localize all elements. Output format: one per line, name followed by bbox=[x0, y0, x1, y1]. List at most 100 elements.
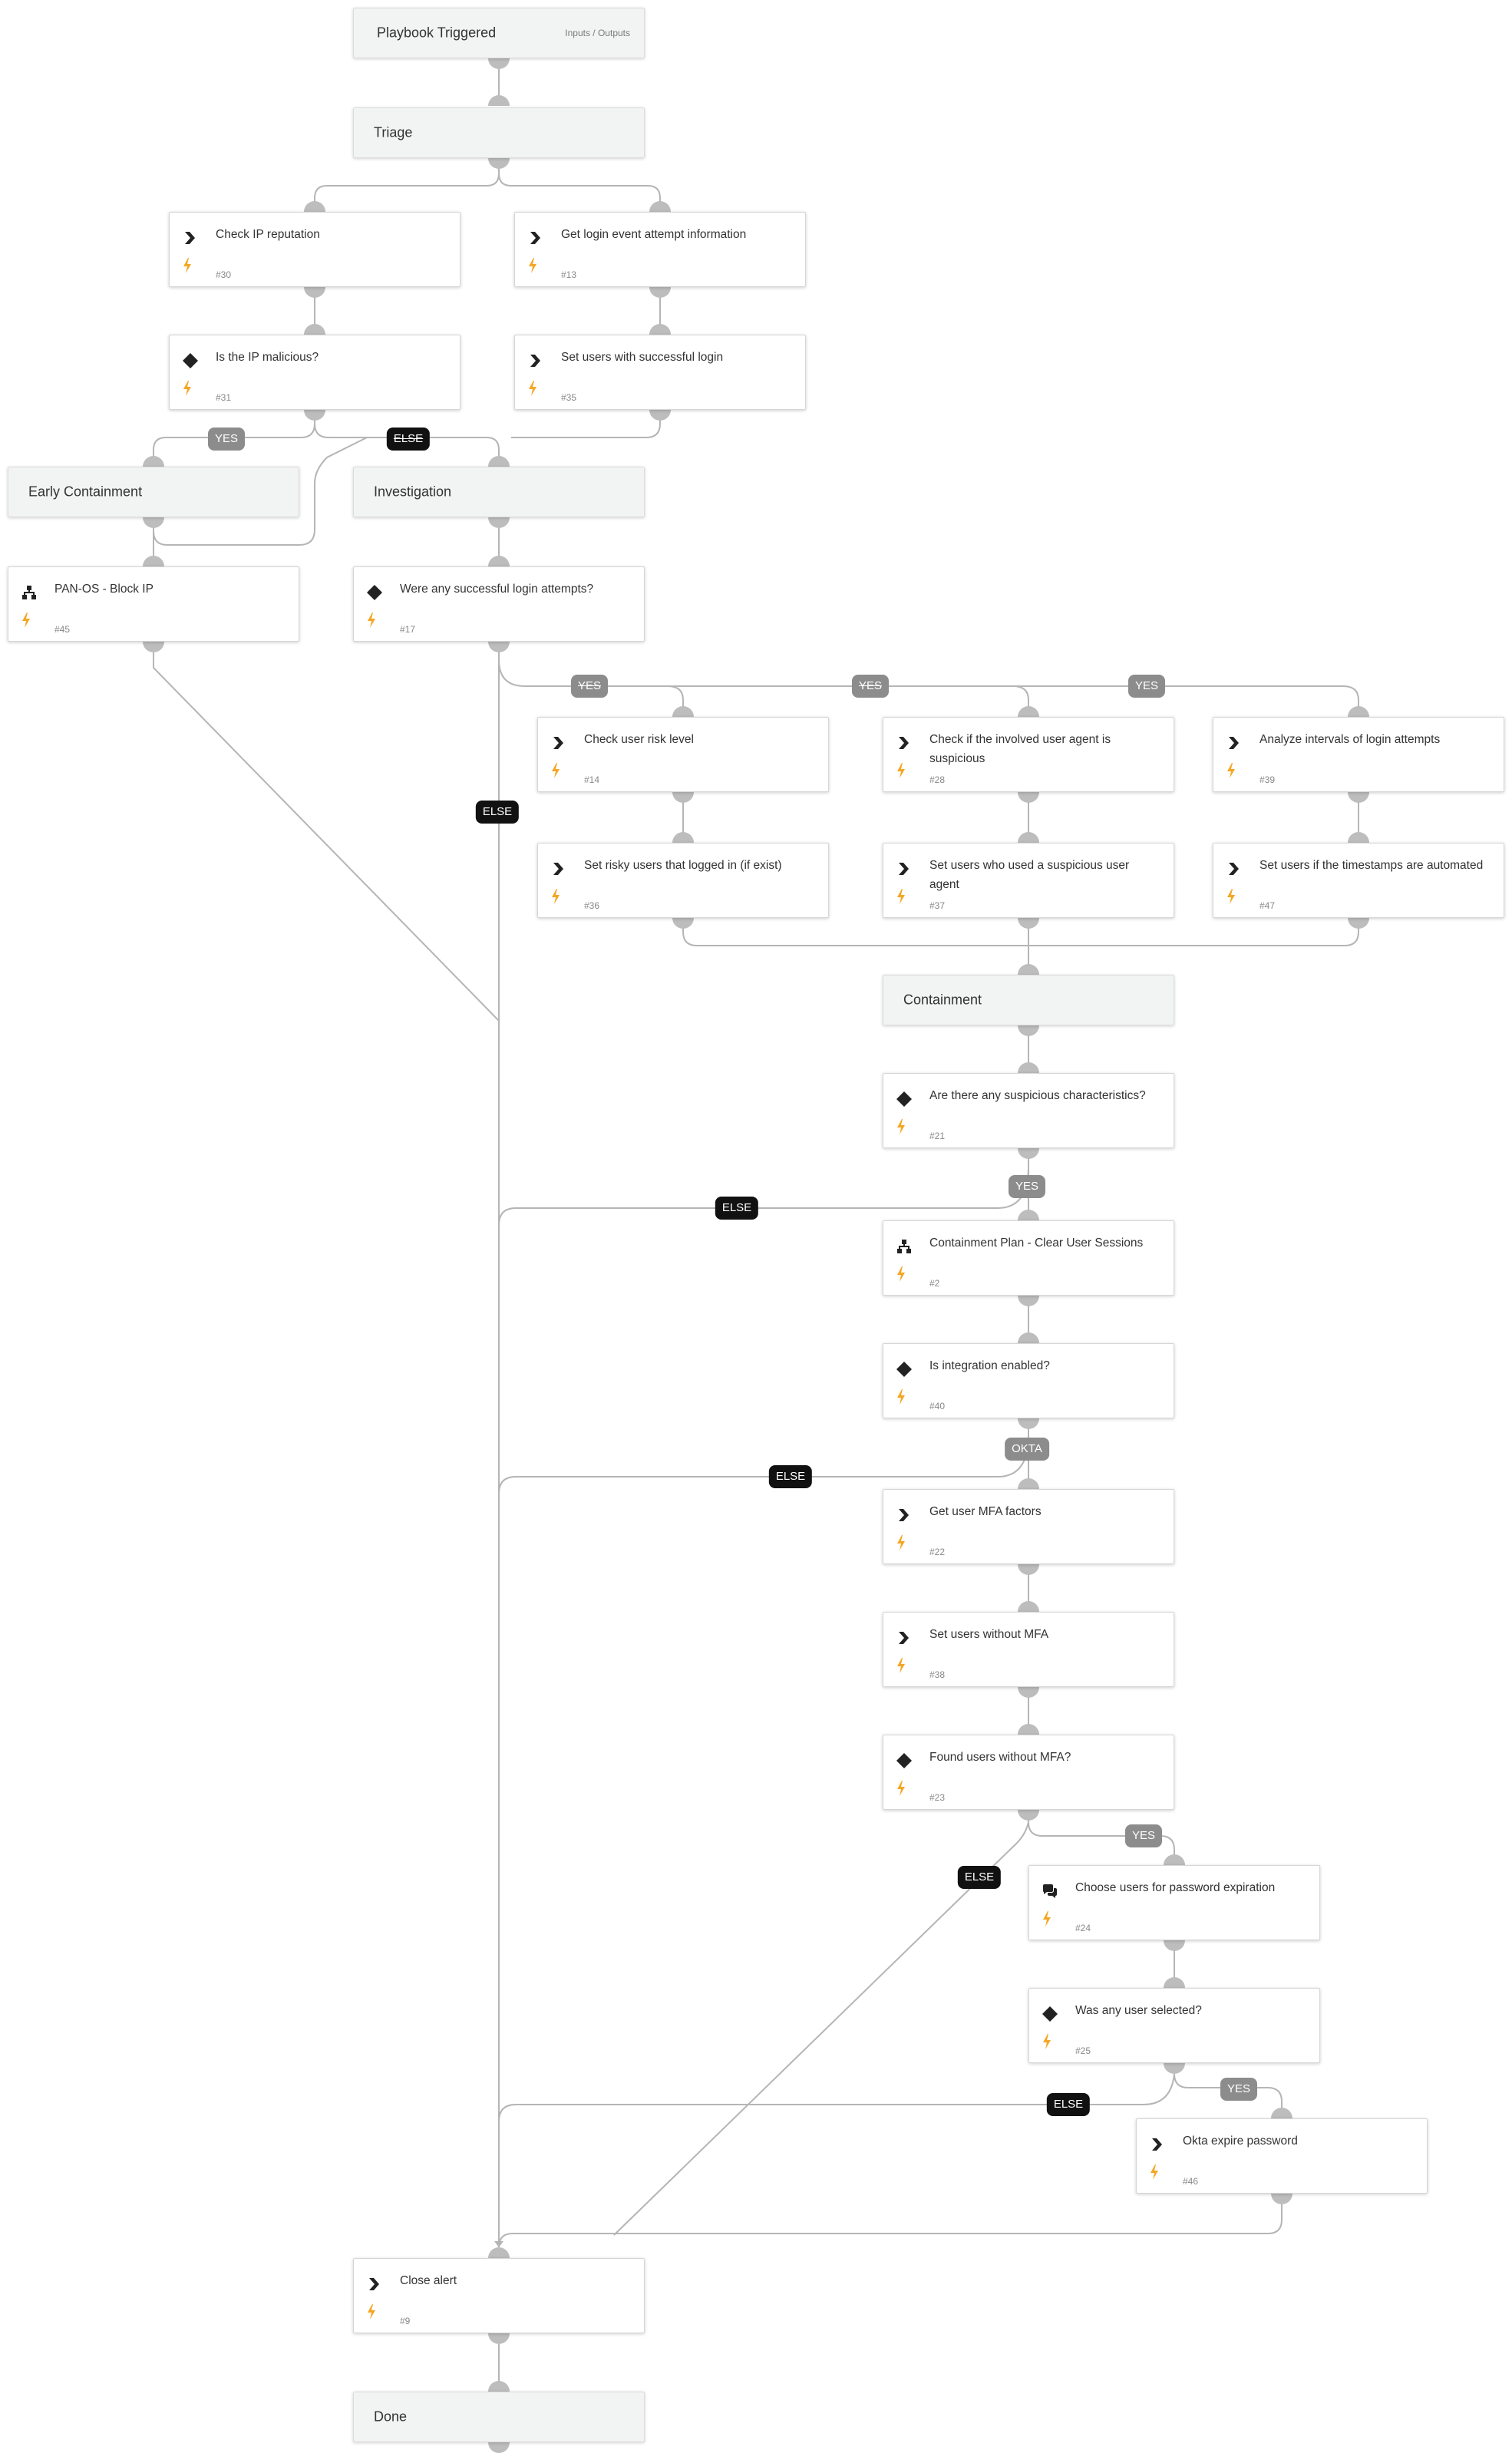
lightning-icon bbox=[896, 1657, 906, 1674]
task-card-31[interactable]: Is the IP malicious? #31 bbox=[169, 335, 461, 410]
task-id: #31 bbox=[216, 392, 232, 403]
condition-label-yes: YES bbox=[1124, 1824, 1163, 1847]
section-done[interactable]: Done bbox=[353, 2392, 645, 2442]
task-card-24[interactable]: Choose users for password expiration #24 bbox=[1028, 1865, 1320, 1940]
task-card-45[interactable]: PAN-OS - Block IP#45 bbox=[8, 566, 299, 642]
lightning-icon bbox=[896, 762, 906, 779]
lightning-icon bbox=[527, 257, 538, 274]
task-id: #46 bbox=[1183, 2176, 1199, 2187]
task-card-23[interactable]: Found users without MFA?#23 bbox=[883, 1735, 1174, 1810]
task-name: Check IP reputation bbox=[216, 228, 320, 241]
task-card-14[interactable]: Check user risk level#14 bbox=[537, 717, 829, 792]
lightning-icon bbox=[1042, 2033, 1052, 2050]
task-name: PAN-OS - Block IP bbox=[54, 583, 154, 596]
inputs-outputs-link[interactable]: Inputs / Outputs bbox=[565, 28, 630, 38]
task-card-22[interactable]: Get user MFA factors #22 bbox=[883, 1489, 1174, 1564]
condition-label-yes: YES bbox=[207, 428, 246, 451]
section-title: Investigation bbox=[374, 484, 452, 500]
sub-playbook-icon bbox=[21, 584, 38, 601]
task-id: #24 bbox=[1075, 1923, 1091, 1933]
lightning-icon bbox=[182, 380, 193, 397]
condition-label-else: ELSE bbox=[768, 1465, 813, 1488]
lightning-icon bbox=[21, 612, 31, 629]
section-containment[interactable]: Containment bbox=[883, 975, 1174, 1025]
task-id: #30 bbox=[216, 269, 232, 280]
task-card-28[interactable]: Check if the involved user agent is susp… bbox=[883, 717, 1174, 792]
chat-icon bbox=[1042, 1883, 1058, 1900]
task-card-17[interactable]: Were any successful login attempts? #17 bbox=[353, 566, 645, 642]
section-investigation[interactable]: Investigation bbox=[353, 467, 645, 517]
task-name: Analyze intervals of login attempts bbox=[1259, 733, 1441, 746]
task-card-40[interactable]: Is integration enabled?#40 bbox=[883, 1343, 1174, 1418]
section-title: Containment bbox=[903, 992, 982, 1008]
section-title: Triage bbox=[374, 124, 413, 140]
chevron-icon bbox=[550, 860, 567, 877]
task-name: Get user MFA factors bbox=[929, 1505, 1042, 1518]
task-name: Is the IP malicious? bbox=[216, 351, 319, 364]
task-id: #39 bbox=[1259, 774, 1276, 785]
chevron-icon bbox=[550, 735, 567, 751]
diamond-icon bbox=[182, 352, 199, 369]
task-id: #36 bbox=[584, 900, 600, 911]
task-card-38[interactable]: Set users without MFA#38 bbox=[883, 1612, 1174, 1687]
task-name: Were any successful login attempts? bbox=[400, 583, 594, 596]
section-early-containment[interactable]: Early Containment bbox=[8, 467, 299, 517]
condition-label-yes: YES bbox=[1127, 675, 1166, 698]
task-card-25[interactable]: Was any user selected?#25 bbox=[1028, 1988, 1320, 2063]
condition-label-okta: OKTA bbox=[1005, 1438, 1049, 1461]
task-id: #47 bbox=[1259, 900, 1276, 911]
task-name: Check user risk level bbox=[584, 733, 694, 746]
condition-label-else: ELSE bbox=[475, 801, 520, 824]
task-card-36[interactable]: Set risky users that logged in (if exist… bbox=[537, 843, 829, 918]
task-id: #13 bbox=[561, 269, 577, 280]
lightning-icon bbox=[896, 1266, 906, 1283]
task-name: Set users with successful login bbox=[561, 351, 724, 364]
section-triage[interactable]: Triage bbox=[353, 107, 645, 158]
condition-label-yes: YES bbox=[570, 675, 609, 698]
chevron-icon bbox=[1149, 2136, 1166, 2153]
task-name: Choose users for password expiration bbox=[1075, 1881, 1276, 1894]
task-id: #23 bbox=[929, 1792, 946, 1803]
task-card-9[interactable]: Close alert#9 bbox=[353, 2258, 645, 2333]
diamond-icon bbox=[1042, 2006, 1058, 2022]
diamond-icon bbox=[366, 584, 383, 601]
lightning-icon bbox=[527, 380, 538, 397]
condition-label-yes: YES bbox=[851, 675, 890, 698]
chevron-icon bbox=[896, 1507, 913, 1524]
playbook-triggered-header[interactable]: Playbook Triggered Inputs / Outputs bbox=[353, 8, 645, 58]
section-title: Done bbox=[374, 2409, 408, 2425]
chevron-icon bbox=[527, 352, 544, 369]
task-id: #40 bbox=[929, 1401, 946, 1411]
task-card-37[interactable]: Set users who used a suspicious user age… bbox=[883, 843, 1174, 918]
task-card-47[interactable]: Set users if the timestamps are automate… bbox=[1213, 843, 1504, 918]
task-id: #25 bbox=[1075, 2045, 1091, 2056]
lightning-icon bbox=[366, 612, 377, 629]
condition-label-else: ELSE bbox=[715, 1197, 759, 1220]
lightning-icon bbox=[896, 1534, 906, 1551]
task-name: Get login event attempt information bbox=[561, 228, 747, 241]
task-card-46[interactable]: Okta expire password #46 bbox=[1136, 2118, 1428, 2194]
task-id: #17 bbox=[400, 624, 416, 635]
task-id: #22 bbox=[929, 1547, 946, 1557]
lightning-icon bbox=[366, 2303, 377, 2320]
lightning-icon bbox=[550, 888, 561, 905]
task-id: #35 bbox=[561, 392, 577, 403]
task-id: #2 bbox=[929, 1278, 940, 1289]
diamond-icon bbox=[896, 1361, 913, 1378]
task-card-35[interactable]: Set users with successful login #35 bbox=[514, 335, 806, 410]
task-id: #28 bbox=[929, 774, 946, 785]
task-card-39[interactable]: Analyze intervals of login attempts #39 bbox=[1213, 717, 1504, 792]
task-card-30[interactable]: Check IP reputation #30 bbox=[169, 212, 461, 287]
chevron-icon bbox=[1226, 860, 1243, 877]
lightning-icon bbox=[1226, 762, 1236, 779]
lightning-icon bbox=[1149, 2164, 1160, 2181]
task-name: Okta expire password bbox=[1183, 2134, 1298, 2148]
task-card-21[interactable]: Are there any suspicious characteristics… bbox=[883, 1073, 1174, 1148]
task-card-2[interactable]: Containment Plan - Clear User Sessions#2 bbox=[883, 1220, 1174, 1296]
lightning-icon bbox=[1226, 888, 1236, 905]
chevron-icon bbox=[896, 1629, 913, 1646]
lightning-icon bbox=[182, 257, 193, 274]
task-card-13[interactable]: Get login event attempt information #13 bbox=[514, 212, 806, 287]
